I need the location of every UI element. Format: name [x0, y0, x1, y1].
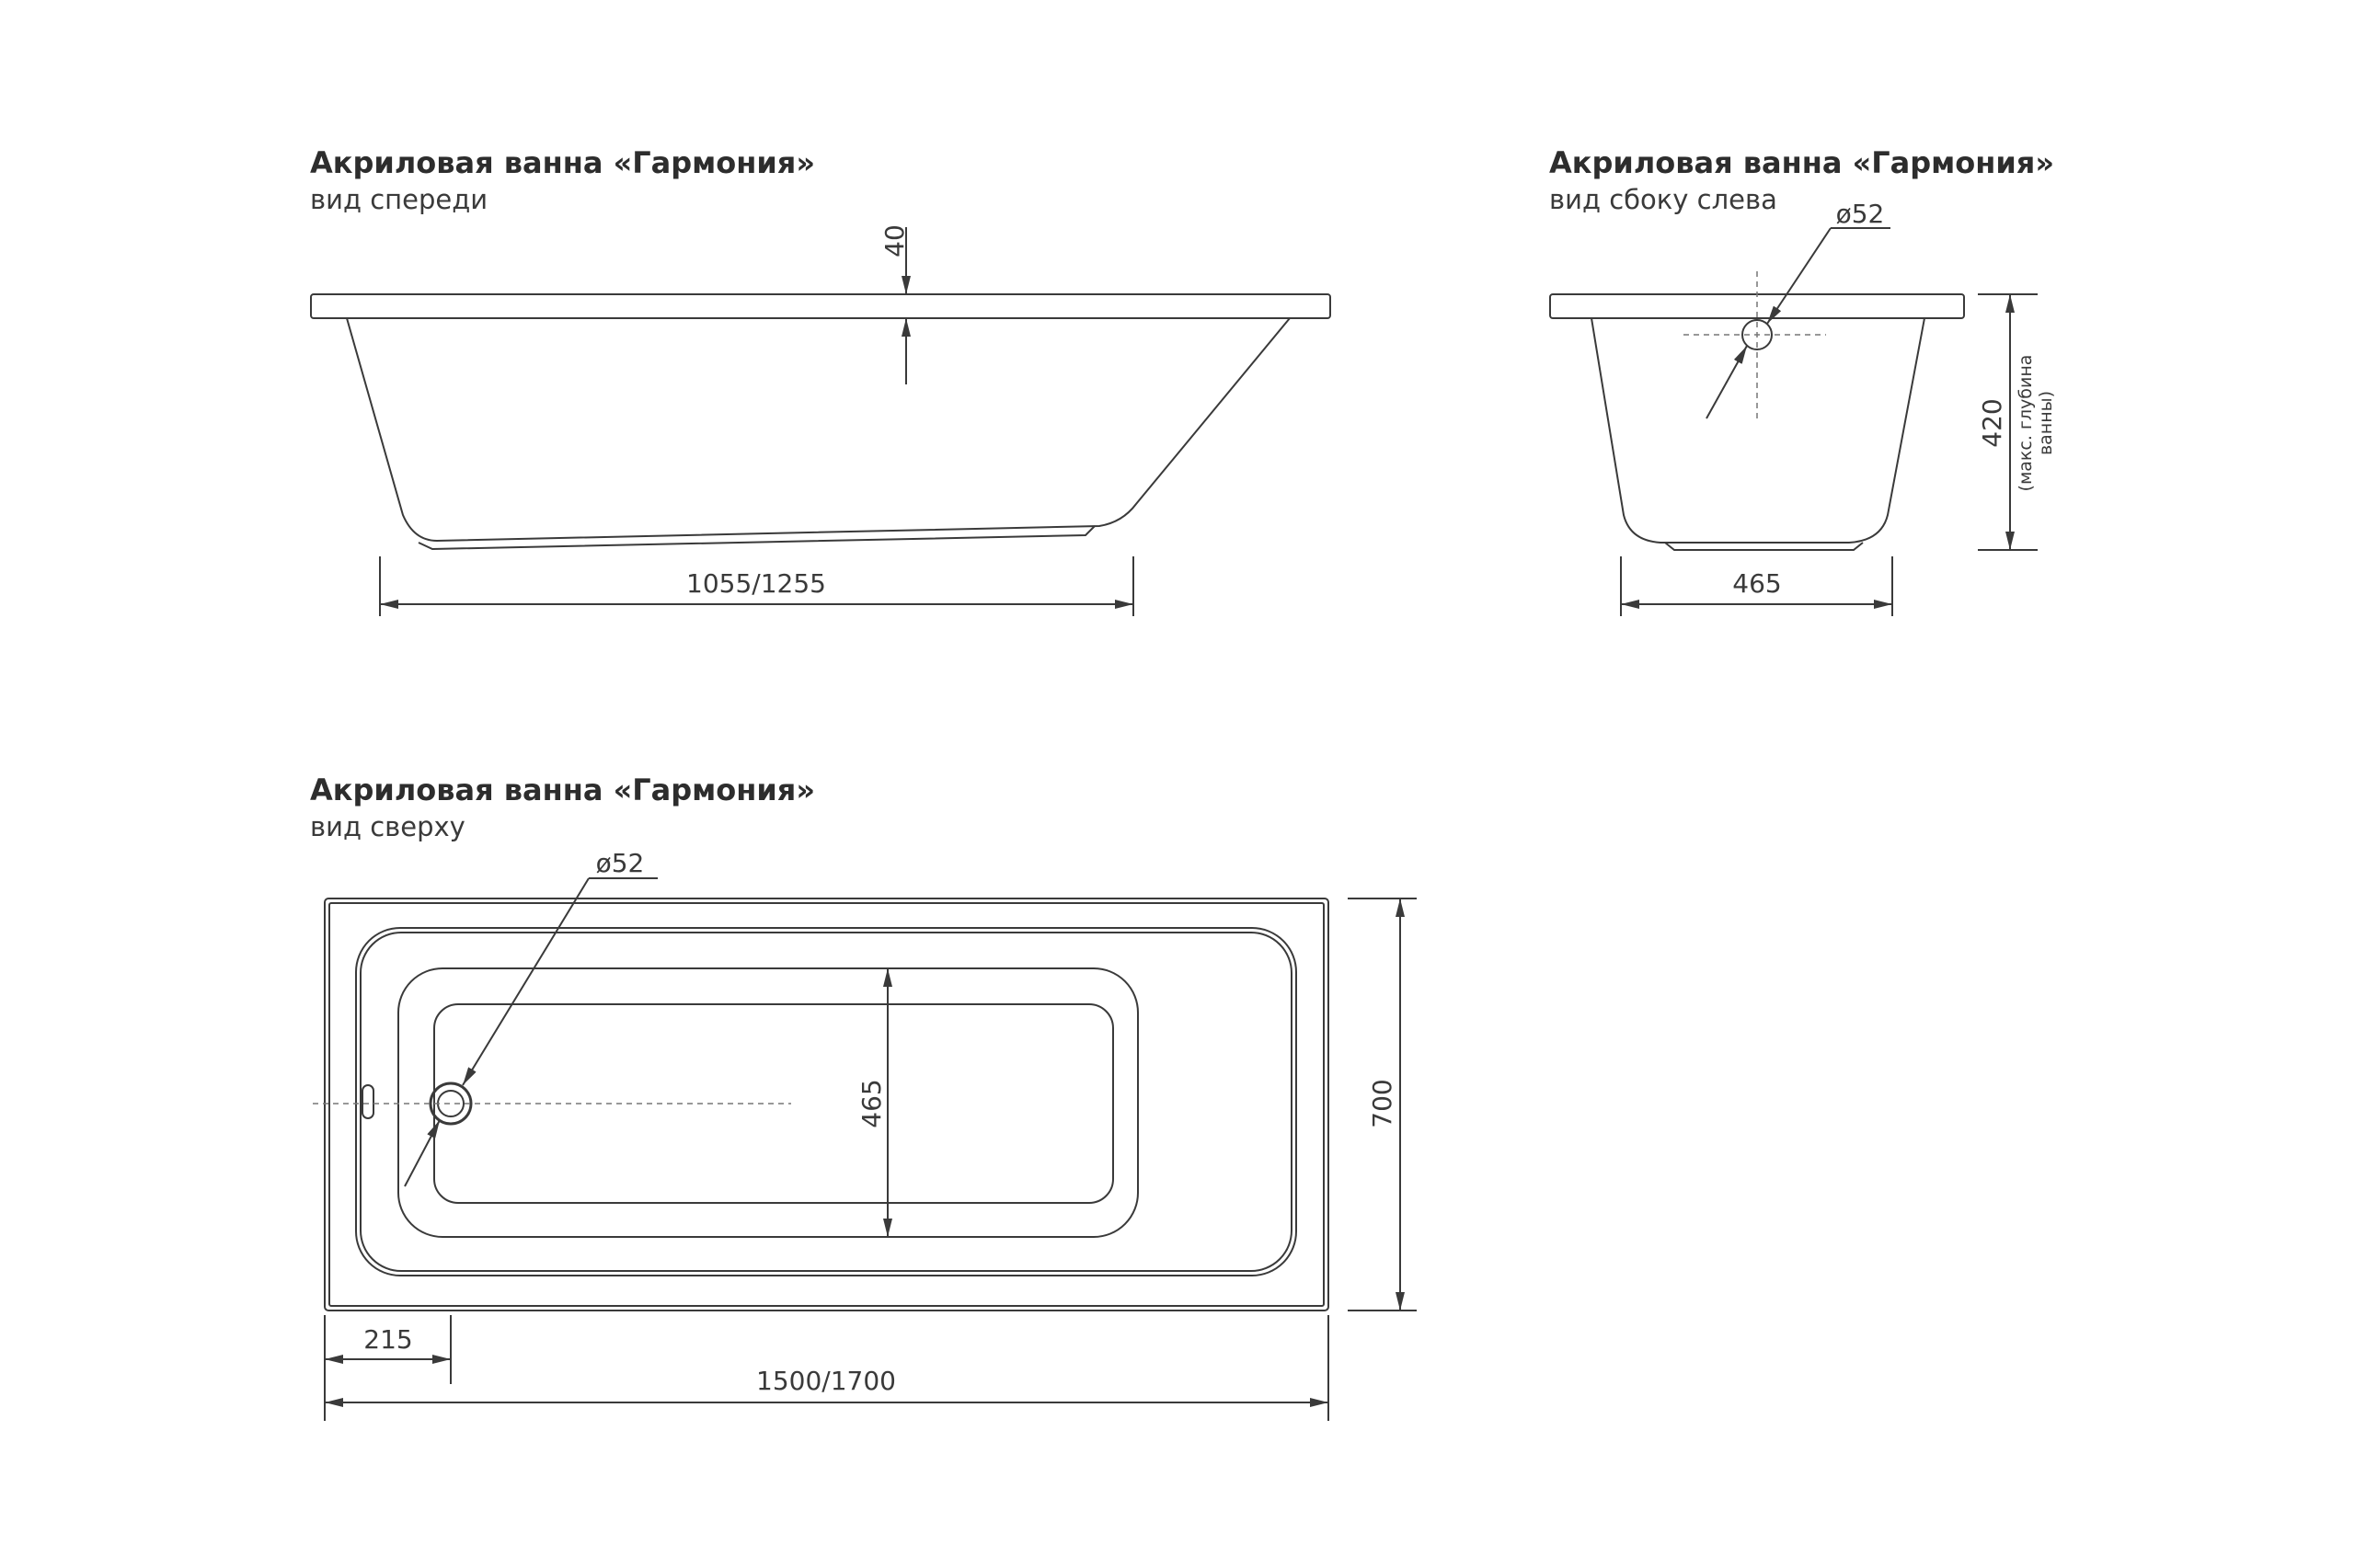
top-view-rim-outer: [324, 898, 1329, 1311]
front-view-drawing: [310, 293, 1331, 551]
top-length-dim-label: 1500/1700: [756, 1366, 896, 1396]
top-width-dimension: [1348, 898, 1417, 1311]
front-view-subtitle: вид спереди: [310, 184, 488, 215]
top-drain-offset-dim-label: 215: [363, 1324, 412, 1355]
top-view-bowl-inner: [360, 932, 1292, 1272]
side-height-note-1: (макс. глубина: [2016, 355, 2036, 492]
side-view-subtitle: вид сбоку слева: [1549, 184, 1777, 215]
top-drain-leader: [404, 877, 658, 1187]
front-view-body: [346, 317, 1291, 543]
top-view-title: Акриловая ванна «Гармония»: [310, 773, 816, 807]
side-view-centerlines: [1683, 271, 1826, 418]
side-view-body: [1591, 317, 1925, 544]
top-inner-width-dim-label: 465: [856, 1079, 887, 1127]
side-width-dimension: [1620, 556, 1893, 616]
top-view-bowl-outer: [355, 927, 1297, 1276]
side-height-dimension: [1978, 293, 2038, 551]
top-length-dimension: [325, 1315, 1329, 1421]
top-view-rim-inner: [328, 902, 1325, 1307]
top-width-dim-label: 700: [1367, 1079, 1397, 1127]
top-view-subtitle: вид сверху: [310, 811, 465, 842]
side-drain-leader: [1706, 227, 1890, 419]
top-drain-dim-label: ø52: [596, 848, 645, 878]
front-length-dim-label: 1055/1255: [686, 568, 826, 599]
top-view-overflow: [362, 1084, 374, 1119]
side-view-base: [1664, 542, 1864, 551]
front-view-base: [418, 525, 1096, 551]
top-view-drain-outer: [429, 1082, 473, 1126]
side-drain-dim-label: ø52: [1836, 199, 1885, 229]
top-view-bottom-outer: [397, 967, 1139, 1238]
side-height-dim-label: 420: [1977, 398, 2007, 447]
side-width-dim-label: 465: [1732, 568, 1781, 599]
side-height-note-2: ванны): [2036, 391, 2056, 455]
front-rim-dim-label: 40: [879, 224, 910, 258]
front-length-dimension: [379, 556, 1134, 616]
front-view-title: Акриловая ванна «Гармония»: [310, 145, 816, 180]
front-view-rim: [310, 293, 1331, 319]
side-view-title: Акриловая ванна «Гармония»: [1549, 145, 2055, 180]
side-view-drain: [1741, 319, 1773, 350]
top-view-drawing: [324, 898, 1329, 1311]
